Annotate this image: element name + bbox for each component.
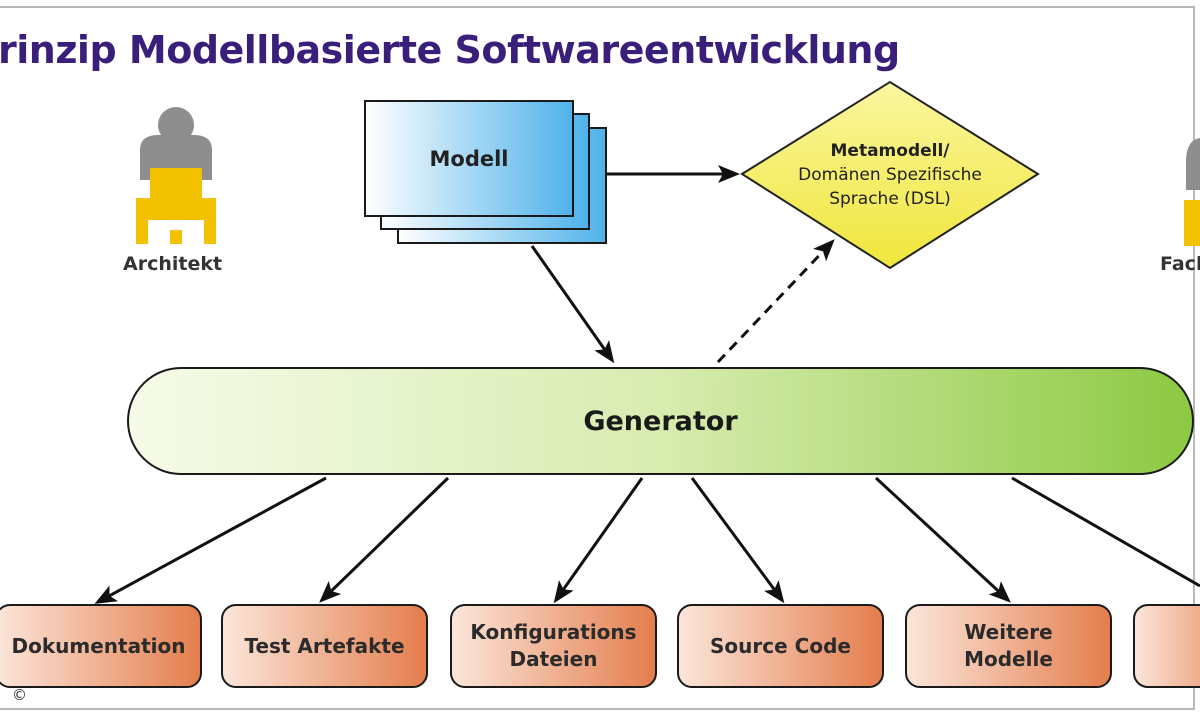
generator-to-test-artefakte-arrow [319,476,450,603]
architect-label: Architekt [123,253,223,275]
diagram-title: rinzip Modellbasierte Softwareentwicklun… [0,28,900,72]
diagram-frame [0,6,1195,710]
output-label-line: Weitere [964,620,1053,644]
output-box-offscreen [1133,604,1200,688]
generator-bar [127,367,1194,475]
model-label: Modell [429,146,509,171]
output-label-line: Konfigurations [470,620,637,644]
output-box-weitere-modelle [905,604,1112,688]
metamodel-label: Metamodell/ Domänen Spezifische Sprache … [790,130,990,220]
output-box-source-code [677,604,884,688]
architect-person-icon [136,107,216,244]
output-label-line: Modelle [964,647,1053,671]
output-box-dokumentation [0,604,202,688]
generator-to-offscreen-output-arrow [1011,476,1200,588]
model-document-stack [364,100,607,244]
output-label-source-code: Source Code [678,605,883,687]
output-label-line: Source Code [710,633,851,658]
domain-expert-person-icon [1184,138,1200,246]
output-label-test-artefakte: Test Artefakte [222,605,427,687]
output-label-line: Test Artefakte [244,633,405,658]
domain-expert-label: Fach [1160,253,1200,275]
output-label-weitere-modelle: Weitere Modelle [906,605,1111,687]
output-label-line: Dateien [509,647,598,671]
copyright-mark: © [12,686,27,704]
generator-to-source-code-arrow [690,477,785,604]
output-label-konfiguration: Konfigurations Dateien [451,605,656,687]
generator-label: Generator [583,405,738,437]
generator-to-metamodel-dashed-arrow [716,239,835,364]
output-label-dokumentation: Dokumentation [0,605,201,687]
model-to-generator-arrow [530,245,615,364]
output-box-konfiguration [450,604,657,688]
metamodel-diamond [740,80,1040,270]
metamodel-label-line1: Metamodell/ [830,141,950,161]
metamodel-label-line2: Domänen Spezifische [798,165,982,185]
metamodel-label-line3: Sprache (DSL) [829,189,951,209]
output-box-test-artefakte [221,604,428,688]
output-label-line: Dokumentation [11,633,186,658]
generator-to-weitere-modelle-arrow [874,476,1011,603]
generator-to-dokumentation-arrow [94,476,327,604]
generator-to-konfiguration-arrow [553,477,644,604]
